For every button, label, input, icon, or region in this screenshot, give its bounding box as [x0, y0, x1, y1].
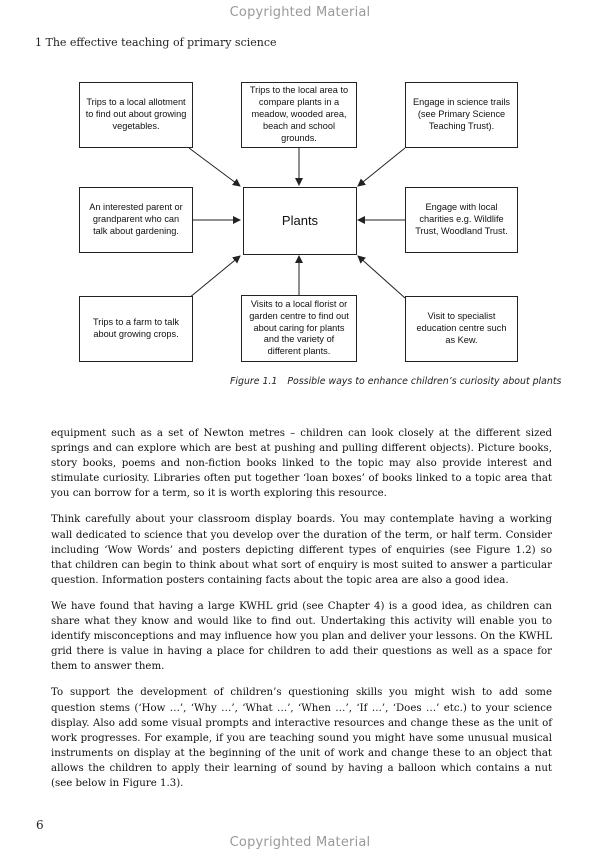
diagram-box-top-right: Engage in science trails (see Primary Sc…: [405, 82, 518, 148]
page-number: 6: [36, 818, 44, 832]
diagram-box-bottom-center: Visits to a local florist or garden cent…: [241, 295, 357, 362]
body-text: equipment such as a set of Newton metres…: [51, 426, 552, 802]
diagram-box-mid-right: Engage with local charities e.g. Wildlif…: [405, 187, 518, 253]
figure-caption-text: Possible ways to enhance children’s curi…: [287, 376, 562, 387]
diagram-box-bottom-left: Trips to a farm to talk about growing cr…: [79, 296, 193, 362]
watermark-bottom: Copyrighted Material: [229, 835, 371, 850]
figure-number: Figure 1.1: [230, 376, 278, 387]
diagram-box-top-left: Trips to a local allotment to find out a…: [79, 82, 193, 148]
diagram-arrows: [188, 147, 406, 299]
figure-caption: Figure 1.1 Possible ways to enhance child…: [230, 376, 562, 387]
running-header: 1 The effective teaching of primary scie…: [35, 36, 277, 49]
paragraph: We have found that having a large KWHL g…: [51, 600, 552, 673]
watermark-top: Copyrighted Material: [229, 5, 371, 20]
arrow-top-left: [188, 147, 241, 187]
arrow-bottom-left: [188, 255, 241, 299]
paragraph: To support the development of children’s…: [51, 687, 552, 789]
diagram-box-mid-left: An interested parent or grandparent who …: [79, 187, 193, 253]
diagram-box-bottom-right: Visit to specialist education centre suc…: [405, 296, 518, 362]
arrow-bottom-right: [357, 255, 406, 299]
arrow-top-right: [357, 147, 406, 187]
diagram-box-top-center: Trips to the local area to compare plant…: [241, 82, 357, 148]
diagram-center-plants: Plants: [243, 187, 357, 255]
paragraph: equipment such as a set of Newton metres…: [51, 428, 552, 500]
paragraph: Think carefully about your classroom dis…: [51, 514, 552, 586]
